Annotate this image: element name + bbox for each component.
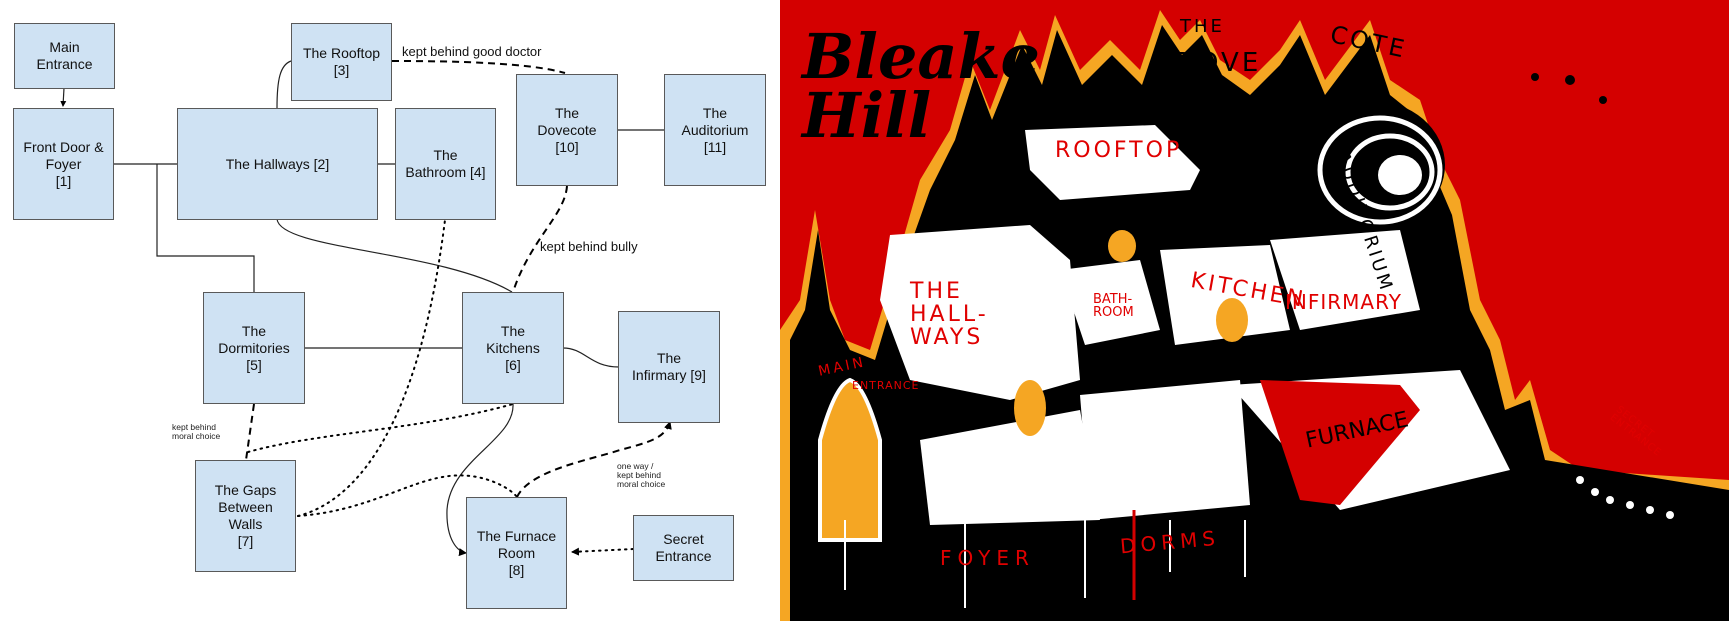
edge-kitchens-furnace	[446, 403, 514, 557]
label-infirmary: INFIRMARY	[1285, 290, 1402, 314]
node-rooftop[interactable]: The Rooftop [3]	[291, 23, 392, 101]
edge-gaps-bathroom	[297, 219, 446, 517]
node-main-entrance[interactable]: Main Entrance	[14, 23, 115, 89]
kitchen-wall	[1160, 245, 1290, 345]
edge-furnace-infirmary	[516, 421, 672, 498]
node-kitchens[interactable]: The Kitchens [6]	[462, 292, 564, 404]
edge-label-moral-choice: kept behind moral choice	[172, 422, 221, 441]
node-dormitories[interactable]: The Dormitories [5]	[203, 292, 305, 404]
node-infirmary[interactable]: The Infirmary [9]	[618, 311, 720, 423]
node-bathroom[interactable]: The Bathroom [4]	[395, 108, 496, 220]
illustration-title: Bleake Hill	[802, 20, 1040, 152]
hallways-wall	[880, 225, 1080, 400]
rooftop-slab	[1025, 125, 1200, 200]
door	[1216, 298, 1248, 342]
label-dovecote-a: DOVE	[1175, 48, 1262, 78]
label-foyer: FOYER	[940, 546, 1035, 570]
node-front-door-foyer[interactable]: Front Door & Foyer [1]	[13, 108, 114, 220]
edge-hallways-dormitories	[156, 164, 255, 294]
edge-label-one-way: one way / kept behind moral choice	[617, 461, 666, 489]
castle-artwork	[780, 10, 1729, 621]
bleake-hill-map-illustration: Bleake Hill ROOFTOP THE DOVE COTE AUDITO…	[780, 0, 1729, 621]
node-dovecote[interactable]: The Dovecote [10]	[516, 74, 618, 186]
label-dovecote-the: THE	[1180, 16, 1225, 37]
edge-hallways-rooftop	[276, 60, 292, 109]
bats	[1531, 73, 1607, 104]
infirmary-wall	[1270, 230, 1420, 330]
edge-label-bully: kept behind bully	[540, 239, 638, 254]
edge-label-good-doctor: kept behind good doctor	[402, 44, 542, 59]
edge-rooftop-dovecote	[391, 60, 566, 74]
main-entrance-arch	[818, 377, 882, 542]
label-bathroom: BATH- ROOM	[1093, 292, 1134, 320]
door	[1108, 230, 1136, 262]
furnace-room-red	[1260, 380, 1420, 505]
room-connection-diagram: Main Entrance Front Door & Foyer [1] The…	[0, 0, 780, 621]
node-secret-entrance[interactable]: Secret Entrance	[633, 515, 734, 581]
node-gaps-between-walls[interactable]: The Gaps Between Walls [7]	[195, 460, 296, 572]
edge-gaps-furnace	[297, 474, 518, 517]
node-furnace-room[interactable]: The Furnace Room [8]	[466, 497, 567, 609]
door	[1014, 380, 1046, 436]
bathroom-wall	[1060, 260, 1160, 345]
dome-center	[1378, 155, 1422, 195]
label-rooftop: ROOFTOP	[1055, 138, 1183, 163]
dome-ring	[1345, 133, 1435, 211]
label-hallways: THE HALL- WAYS	[910, 279, 989, 351]
auditorium-dome	[1295, 100, 1445, 230]
edge-hallways-kitchens	[276, 218, 513, 293]
secret-path-dots	[1576, 476, 1674, 519]
edge-dormitories-gaps	[245, 403, 255, 461]
edge-kitchens-infirmary	[562, 347, 620, 368]
paint-drips	[844, 520, 1246, 608]
node-hallways[interactable]: The Hallways [2]	[177, 108, 378, 220]
dorms-wall	[1080, 380, 1250, 520]
foyer-wall	[920, 410, 1100, 525]
dome-ring	[1317, 115, 1443, 225]
edge-secret-furnace	[571, 547, 634, 556]
diagram-connectors	[60, 60, 672, 557]
node-auditorium[interactable]: The Auditorium [11]	[664, 74, 766, 186]
label-main-entrance-b: ENTRANCE	[852, 379, 920, 392]
edge-dovecote-kitchens	[512, 185, 568, 293]
edge-main-entrance-front-door	[60, 87, 67, 107]
